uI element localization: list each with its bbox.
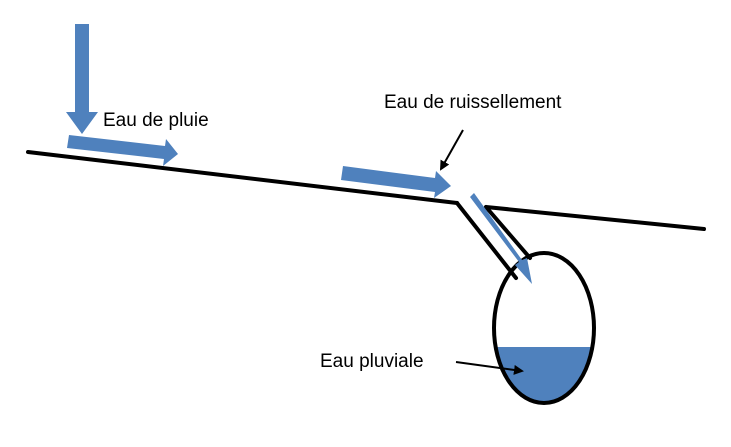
channel-flow-arrow <box>470 193 532 284</box>
channel-wall-left <box>455 201 518 280</box>
stormwater-pointer-arrow <box>455 361 524 375</box>
stormwater-label: Eau pluviale <box>320 351 424 372</box>
ground-line-left <box>26 150 459 205</box>
runoff-label: Eau de ruissellement <box>384 92 562 113</box>
surface-flow-arrow-1 <box>67 135 178 166</box>
rain-arrow <box>66 24 98 134</box>
runoff-pointer-arrow <box>440 129 464 171</box>
surface-flow-arrow-2 <box>341 166 451 198</box>
channel-wall-right <box>484 205 532 260</box>
ground-line-right <box>484 205 706 231</box>
storage-tank <box>492 251 596 405</box>
rain-label: Eau de pluie <box>103 110 209 131</box>
